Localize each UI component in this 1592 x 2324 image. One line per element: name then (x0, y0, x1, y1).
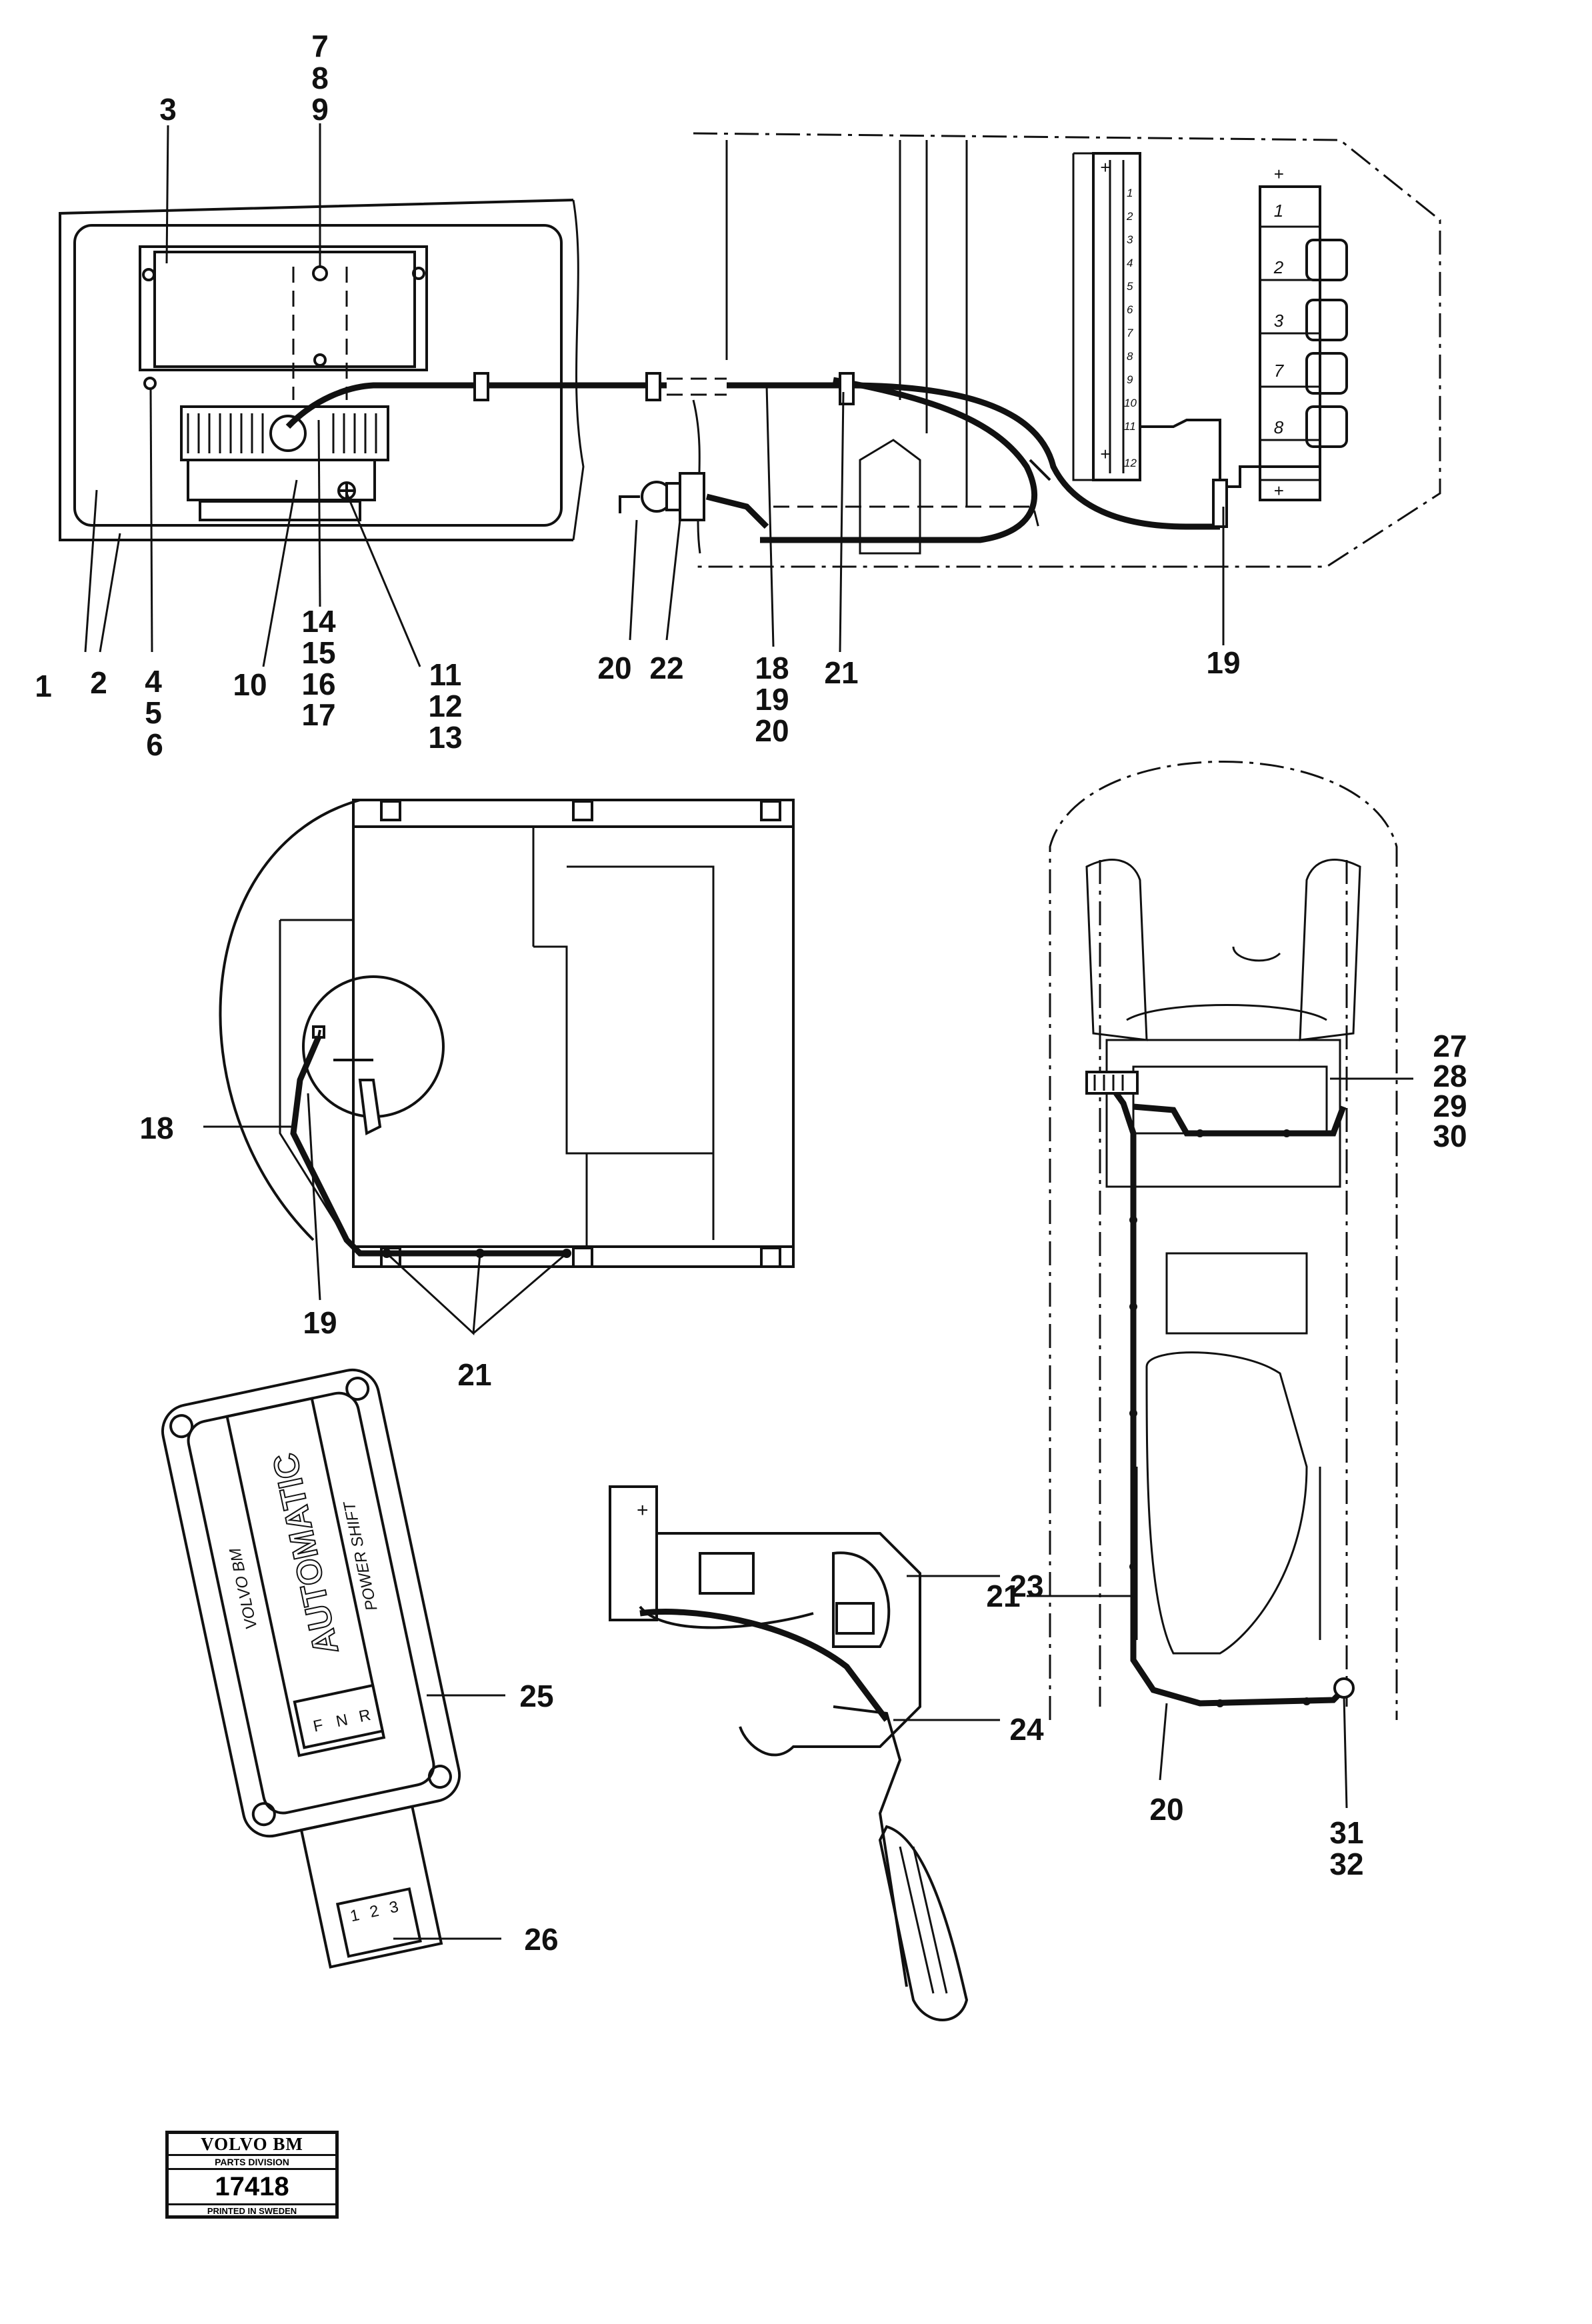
terminal-number: 5 (1127, 280, 1133, 293)
gear-selector-view (161, 1368, 461, 1969)
terminal-number: 1 (1127, 187, 1133, 199)
stamp-number: 17418 (169, 2170, 335, 2205)
callout-3: 3 (159, 92, 177, 127)
callout-6: 6 (146, 727, 163, 762)
callout-20: 20 (1149, 1792, 1183, 1827)
fuse-label: 3 (1274, 311, 1284, 331)
callout-27: 27 (1433, 1029, 1467, 1063)
fuse-label: 8 (1274, 417, 1284, 437)
callout-23: 23 (1009, 1569, 1043, 1603)
terminal-number: 3 (1127, 233, 1133, 246)
leader-lines (84, 123, 1413, 1940)
terminal-strip-plus: + (1100, 157, 1110, 177)
callout-19: 19 (755, 682, 789, 717)
callout-28: 28 (1433, 1059, 1467, 1093)
fuse-label: 1 (1274, 201, 1283, 221)
steering-lever-view (609, 1485, 969, 2021)
fuse-label: 7 (1274, 361, 1285, 381)
callout-7: 7 (311, 29, 329, 63)
terminal-number: 2 (1126, 210, 1133, 223)
callout-20: 20 (755, 713, 789, 748)
fuse-label: 2 (1273, 257, 1284, 277)
terminal-strip-plus: + (1100, 444, 1110, 464)
terminal-number: 8 (1127, 350, 1133, 363)
callout-8: 8 (311, 61, 329, 95)
callout-15: 15 (301, 635, 335, 670)
fuse-labels: + 1 2 3 7 8 + (1273, 164, 1285, 501)
callout-31: 31 (1329, 1815, 1363, 1850)
terminal-number: 12 (1124, 457, 1137, 469)
callout-13: 13 (428, 720, 462, 755)
stamp-brand: VOLVO BM (169, 2134, 335, 2156)
stamp-division: PARTS DIVISION (169, 2156, 335, 2170)
callout-12: 12 (428, 689, 462, 723)
fuse-box-plus: + (1273, 481, 1283, 501)
terminal-strip-labels: + + 1 2 3 4 5 6 7 8 9 10 11 12 (1100, 157, 1137, 469)
callout-21: 21 (824, 655, 858, 690)
callout-25: 25 (519, 1679, 553, 1713)
selector-brand: VOLVO BM (226, 1547, 261, 1631)
cab-wiring-view (619, 132, 1441, 568)
callout-2: 2 (90, 665, 107, 700)
terminal-number: 6 (1127, 303, 1133, 316)
terminal-number: 10 (1124, 397, 1137, 409)
floor-plan-view (219, 799, 795, 1268)
callout-30: 30 (1433, 1119, 1467, 1153)
terminal-number: 11 (1124, 420, 1136, 433)
stamp-printed: PRINTED IN SWEDEN (207, 2206, 297, 2216)
callout-11: 11 (429, 657, 462, 692)
panel-plus: + (637, 1499, 649, 1521)
callout-21: 21 (457, 1357, 491, 1392)
callout-18: 18 (139, 1111, 173, 1145)
callout-16: 16 (301, 667, 335, 701)
callout-9: 9 (311, 92, 329, 127)
terminal-number: 4 (1127, 257, 1133, 269)
callout-32: 32 (1329, 1847, 1363, 1881)
callout-24: 24 (1009, 1712, 1044, 1747)
range-label: 3 (388, 1898, 401, 1917)
callout-29: 29 (1433, 1089, 1467, 1123)
fuse-box-plus: + (1273, 164, 1283, 184)
callout-5: 5 (145, 695, 162, 730)
selector-logo: AUTOMATIC (266, 1450, 347, 1659)
callout-10: 10 (233, 667, 267, 702)
callout-21: 21 (986, 1579, 1020, 1613)
callout-26: 26 (524, 1922, 558, 1957)
gear-label-r: R (357, 1706, 373, 1726)
callout-1: 1 (35, 669, 52, 703)
callout-20: 20 (597, 651, 631, 685)
machine-frame-view (1049, 761, 1398, 1720)
callout-22: 22 (649, 651, 683, 685)
callout-18: 18 (755, 651, 789, 685)
callout-numbers: 7 8 9 3 1 2 4 5 6 10 14 15 16 17 11 12 1… (35, 29, 1467, 1957)
range-label: 2 (368, 1902, 381, 1921)
callout-17: 17 (301, 697, 335, 732)
range-label: 1 (349, 1906, 361, 1925)
callout-19: 19 (1206, 645, 1240, 680)
parts-division-stamp: VOLVO BM PARTS DIVISION 17418 PRINTED IN… (165, 2131, 339, 2219)
callout-4: 4 (145, 664, 162, 699)
terminal-number: 7 (1127, 327, 1133, 339)
gear-label-f: F (311, 1716, 325, 1735)
control-unit-panel-view (59, 199, 727, 541)
selector-labels: VOLVO BM AUTOMATIC POWER SHIFT F N R 1 2… (226, 1449, 401, 1926)
callout-19: 19 (303, 1305, 337, 1340)
callout-14: 14 (301, 604, 336, 639)
gear-label-n: N (335, 1711, 350, 1731)
terminal-number: 9 (1127, 373, 1133, 386)
